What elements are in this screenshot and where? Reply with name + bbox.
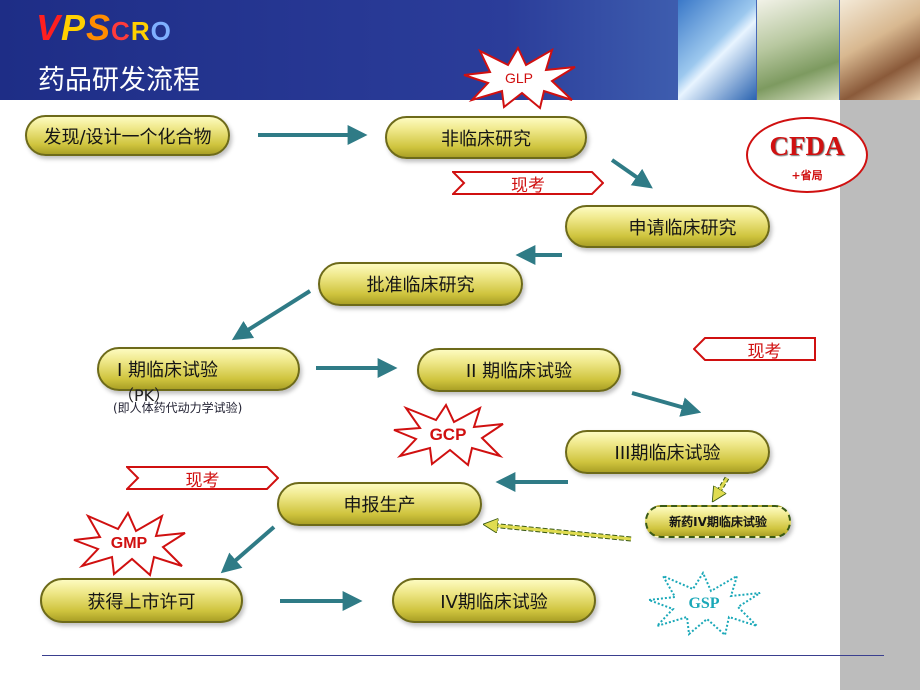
standard-glp-burst: GLP [460, 45, 578, 111]
arrow-phase2-to-phase3 [631, 391, 702, 417]
node-market-approval: 获得上市许可 [40, 578, 243, 623]
brand-logo: VPSCRO [36, 7, 172, 48]
regulator-cfda-badge: CFDA +省局 [746, 117, 868, 193]
callout-arrow-shape [452, 171, 604, 195]
node-preclinical: 非临床研究 [385, 116, 587, 159]
node-new-drug-phase-4: 新药IV期临床试验 [645, 505, 791, 538]
burst-shape [73, 510, 186, 577]
node-label: II 期临床试验 [465, 361, 573, 382]
arrow-preclinical-to-apply [610, 158, 653, 189]
arrow-production-to-approval [220, 525, 276, 574]
node-apply-production: 申报生产 [277, 482, 482, 526]
regulator-name: CFDA [769, 131, 845, 161]
node-label: 获得上市许可 [87, 591, 196, 613]
burst-label: GCP [429, 425, 467, 444]
node-label: 申报生产 [343, 495, 416, 516]
node-label: 非临床研究 [441, 128, 531, 150]
node-discover-compound: 发现/设计一个化合物 [25, 115, 230, 156]
standard-gsp-burst: GSP [645, 570, 763, 638]
node-label: I 期临床试验 [117, 360, 219, 381]
callout-label: 现考 [511, 175, 545, 196]
node-phase-1: I 期临床试验 [97, 347, 300, 391]
standard-gcp-burst: GCP [390, 402, 506, 468]
header-photo-finance [678, 0, 756, 100]
regulator-sub: +省局 [791, 169, 823, 182]
burst-label: GLP [504, 70, 533, 86]
callout-inspection-clinical: 现考 [693, 337, 816, 362]
burst-label: GSP [688, 595, 720, 612]
page-title: 药品研发流程 [38, 65, 200, 96]
callout-label: 现考 [185, 470, 220, 491]
node-label: IV期临床试验 [440, 591, 548, 613]
burst-shape [393, 402, 504, 467]
node-phase-3: III期临床试验 [565, 430, 770, 474]
right-sidebar [840, 100, 920, 690]
node-approve-clinical: 批准临床研究 [318, 262, 523, 306]
node-label: 新药IV期临床试验 [669, 515, 767, 529]
burst-shape [463, 45, 576, 110]
node-label: 申请临床研究 [628, 217, 737, 239]
burst-label: GMP [110, 535, 148, 552]
callout-label: 现考 [747, 341, 782, 362]
header-photo-coins [757, 0, 839, 100]
callout-inspection-preclinical: 现考 [452, 171, 604, 196]
footer-divider [42, 655, 884, 656]
node-phase-2: II 期临床试验 [417, 348, 621, 392]
node-label: 批准临床研究 [366, 275, 475, 296]
callout-inspection-production: 现考 [126, 466, 279, 491]
callout-arrow-shape [126, 466, 279, 490]
phase-1-pk-label: （PK） [118, 386, 171, 405]
node-apply-clinical: 申请临床研究 [565, 205, 770, 248]
node-phase-4: IV期临床试验 [392, 578, 596, 623]
node-label: III期临床试验 [614, 443, 721, 464]
phase-1-note: (即人体药代动力学试验) [113, 401, 243, 415]
burst-shape [648, 570, 761, 637]
node-label: 发现/设计一个化合物 [43, 126, 212, 148]
header-photo-documents [840, 0, 920, 100]
callout-arrow-shape [693, 337, 816, 361]
standard-gmp-burst: GMP [70, 510, 188, 578]
arrow-approve-to-phase1 [231, 289, 312, 341]
